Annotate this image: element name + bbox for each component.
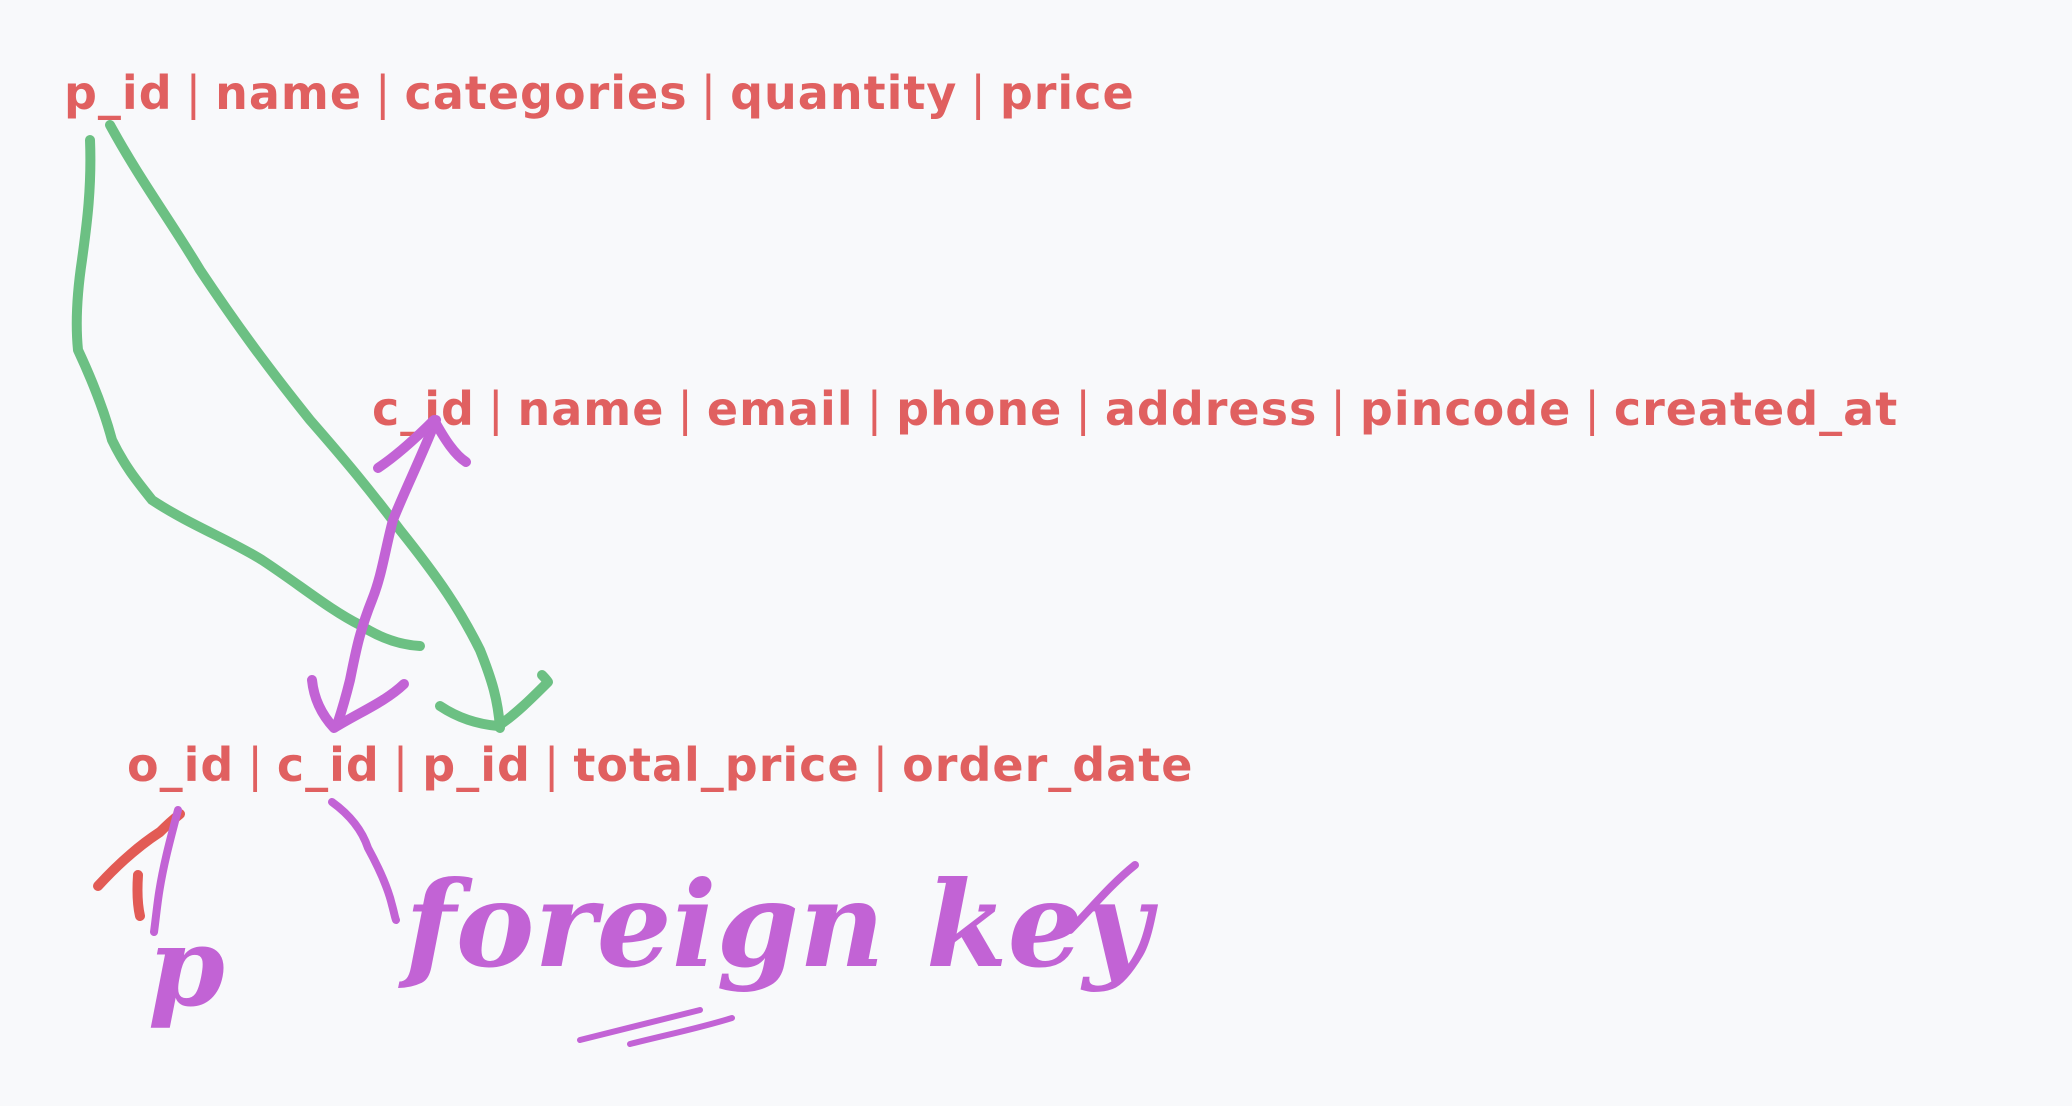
field-separator: | (872, 738, 890, 792)
green-arrowhead (435, 670, 553, 731)
field-separator: | (487, 382, 505, 436)
field-separator: | (375, 66, 392, 120)
orders-field-total-price: total_price (573, 738, 860, 792)
products-table-fields: p_id|name|categories|quantity|price (64, 66, 1135, 120)
field-separator: | (1330, 382, 1347, 436)
customers-field-phone: phone (896, 382, 1063, 436)
purple-fk-line (328, 798, 400, 924)
purple-arrowhead-bottom (307, 675, 409, 733)
customers-field-address: address (1104, 382, 1318, 436)
field-separator: | (185, 66, 203, 120)
field-separator: | (970, 66, 987, 120)
orders-field-c-id: c_id (276, 738, 380, 792)
field-separator: | (1075, 382, 1092, 436)
products-field-p-id: p_id (64, 66, 173, 120)
orders-table-fields: o_id|c_id|p_id|total_price|order_date (127, 738, 1193, 792)
fk-tail (1066, 861, 1139, 934)
customers-table-fields: c_id|name|email|phone|address|pincode|cr… (372, 382, 1898, 436)
green-pid-arrow (105, 120, 505, 733)
purple-cid-arrow (333, 415, 441, 727)
products-field-price: price (999, 66, 1135, 120)
field-separator: | (700, 66, 718, 120)
field-separator: | (392, 738, 410, 792)
customers-field-email: email (706, 382, 854, 436)
fk-underline (577, 1007, 735, 1047)
field-separator: | (247, 738, 264, 792)
field-separator: | (1584, 382, 1601, 436)
customers-field-name: name (517, 382, 665, 436)
field-separator: | (866, 382, 884, 436)
purple-arrowhead-top (373, 415, 471, 473)
customers-field-created-at: created_at (1613, 382, 1899, 436)
products-field-name: name (215, 66, 363, 120)
primary-key-label: p (148, 902, 225, 1031)
foreign-key-label: foreign key (398, 855, 1159, 994)
orders-field-p-id: p_id (422, 738, 531, 792)
orders-field-order-date: order_date (902, 738, 1194, 792)
products-field-quantity: quantity (730, 66, 958, 120)
products-field-categories: categories (404, 66, 688, 120)
field-separator: | (543, 738, 561, 792)
field-separator: | (677, 382, 694, 436)
green-loop-arrow (71, 135, 425, 651)
purple-pk-line (150, 806, 182, 936)
orders-field-o-id: o_id (127, 738, 235, 792)
customers-field-pincode: pincode (1359, 382, 1572, 436)
